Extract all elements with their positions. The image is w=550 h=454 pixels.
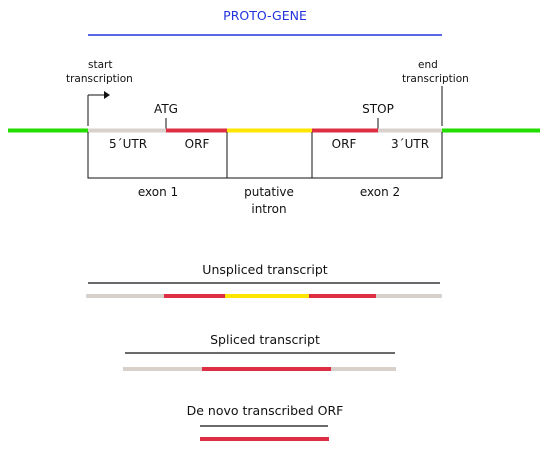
orf2-segment: [312, 128, 378, 133]
diagram-title: PROTO-GENE: [223, 8, 307, 23]
unspliced-bar: [86, 294, 442, 298]
spliced-orf: [202, 367, 331, 371]
orf1-label: ORF: [185, 137, 210, 151]
intron-label-line2: intron: [251, 202, 286, 216]
utr5-segment: [88, 128, 166, 133]
denovo-orf: [200, 437, 329, 441]
unspliced-utr5: [86, 294, 164, 298]
end-label-line1: end: [418, 59, 438, 71]
intron-segment: [227, 128, 312, 133]
end-label-line2: transcription: [402, 73, 469, 85]
unspliced-title: Unspliced transcript: [202, 262, 327, 277]
orf2-label: ORF: [332, 137, 357, 151]
spliced-utr5: [123, 367, 202, 371]
spliced-title: Spliced transcript: [210, 332, 320, 347]
spliced-bar: [123, 367, 396, 371]
unspliced-orf2: [309, 294, 376, 298]
exon2-label: exon 2: [360, 185, 400, 199]
start-label-line1: start: [88, 59, 112, 71]
utr3-segment: [378, 128, 442, 133]
start-label-line2: transcription: [66, 73, 133, 85]
flank-left: [8, 128, 88, 133]
region-brackets: [87, 132, 443, 179]
utr5-label: 5´UTR: [109, 137, 147, 151]
unspliced-intron: [225, 294, 309, 298]
denovo-title: De novo transcribed ORF: [187, 403, 344, 418]
stop-label: STOP: [362, 102, 394, 116]
unspliced-orf1: [164, 294, 225, 298]
intron-label-line1: putative: [244, 185, 294, 199]
exon1-label: exon 1: [138, 185, 178, 199]
unspliced-utr3: [376, 294, 442, 298]
spliced-utr3: [331, 367, 396, 371]
orf1-segment: [166, 128, 227, 133]
gene-bar: [8, 128, 540, 133]
start-arrow-icon: [87, 91, 110, 126]
flank-right: [442, 128, 540, 133]
atg-label: ATG: [154, 102, 178, 116]
utr3-label: 3´UTR: [391, 137, 429, 151]
